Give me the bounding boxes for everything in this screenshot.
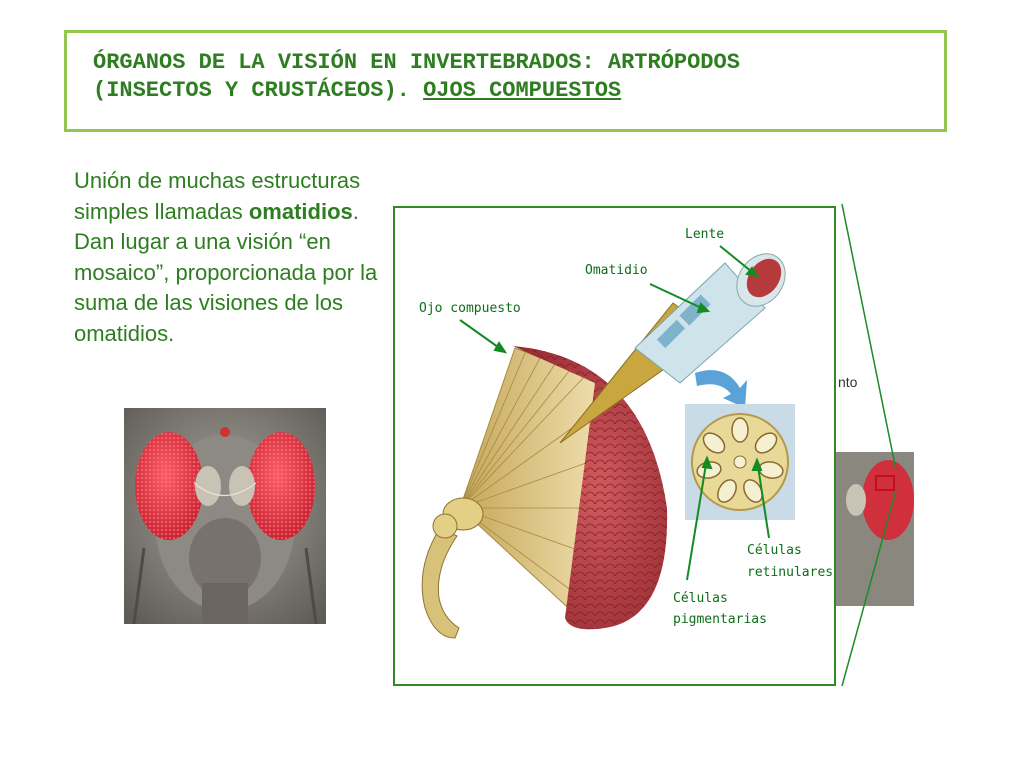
desc-part-1: Unión de muchas estructuras simples llam…: [74, 168, 361, 224]
label-omatidio: Omatidio: [585, 263, 648, 278]
label-ojo-compuesto: Ojo compuesto: [419, 301, 521, 316]
compound-eye-diagram: Lente Omatidio Ojo compuesto Células ret…: [393, 206, 836, 686]
title-box: ÓRGANOS DE LA VISIÓN EN INVERTEBRADOS: A…: [64, 30, 947, 132]
label-celulas-retinulares-1: Células: [747, 543, 802, 558]
side-photo-fragment: [836, 203, 914, 687]
desc-bold-term: omatidios: [248, 198, 353, 224]
title-line-2: (INSECTOS Y CRUSTÁCEOS).: [93, 78, 410, 103]
label-lente: Lente: [685, 227, 725, 242]
slide-title: ÓRGANOS DE LA VISIÓN EN INVERTEBRADOS: A…: [93, 49, 933, 105]
title-line-1: ÓRGANOS DE LA VISIÓN EN INVERTEBRADOS: A…: [93, 50, 740, 75]
label-celulas-pigmentarias-2: pigmentarias: [673, 612, 767, 627]
label-celulas-retinulares-2: retinulares: [747, 565, 834, 580]
desc-part-2: . Dan lugar a una visión “en mosaico”, p…: [74, 198, 378, 346]
side-text-fragment: nto: [838, 374, 858, 390]
fly-head-photo: [124, 408, 326, 624]
label-celulas-pigmentarias-1: Células: [673, 591, 728, 606]
diagram-illustration: [421, 245, 795, 639]
title-underlined: OJOS COMPUESTOS: [423, 78, 622, 103]
description-text: Unión de muchas estructuras simples llam…: [74, 166, 394, 349]
